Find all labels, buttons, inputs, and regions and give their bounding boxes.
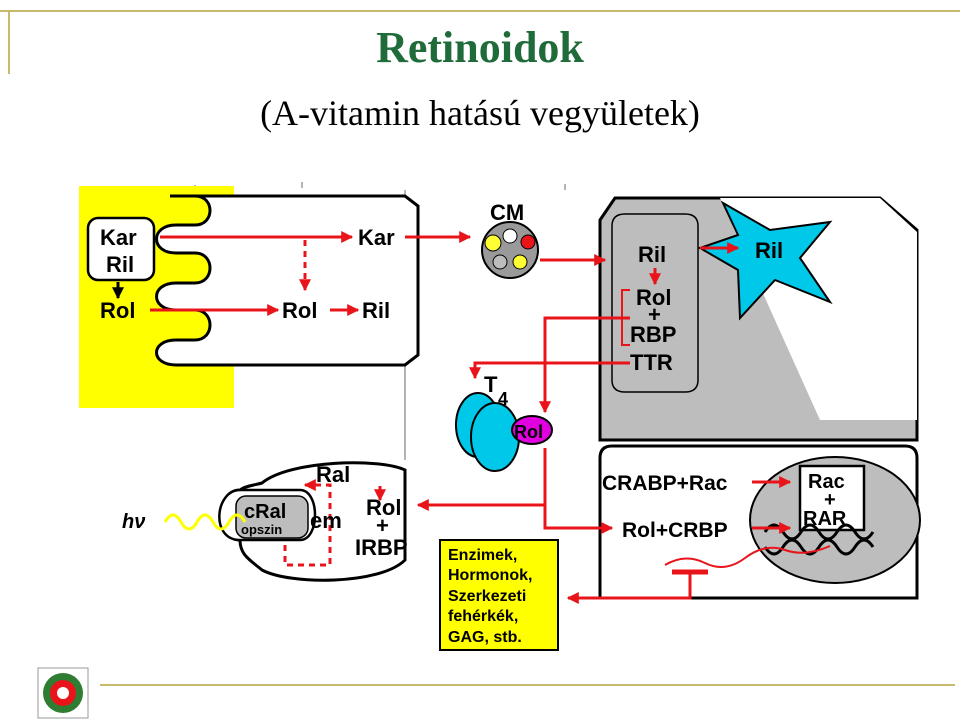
retina-cell bbox=[163, 461, 407, 582]
label-irbp: IRBP bbox=[355, 535, 408, 560]
label-rar: RAR bbox=[803, 508, 847, 530]
label-rol4: Rol bbox=[514, 422, 543, 442]
label-ral: Ral bbox=[316, 462, 350, 487]
effects-line-4: fehérkék, bbox=[448, 608, 518, 625]
left-rule bbox=[8, 12, 10, 74]
red-dashed-arrows bbox=[283, 240, 332, 567]
intestinal-cell bbox=[79, 186, 420, 408]
bottom-rule bbox=[100, 684, 955, 686]
label-rac: Rac bbox=[808, 471, 845, 493]
page-title: Retinoidok bbox=[376, 23, 584, 72]
label-rol1: Rol bbox=[100, 298, 135, 323]
label-rol-crbp: Rol+CRBP bbox=[622, 519, 728, 542]
label-ril4: Ril bbox=[755, 238, 783, 263]
label-ril2: Ril bbox=[362, 298, 390, 323]
label-rbp: RBP bbox=[630, 322, 676, 347]
effects-line-3: Szerkezeti bbox=[448, 588, 526, 605]
label-crabp-rac: CRABP+Rac bbox=[602, 472, 728, 495]
red-arrows bbox=[150, 231, 792, 604]
label-t: T bbox=[484, 372, 498, 397]
label-rol3: Rol bbox=[636, 285, 671, 310]
effects-line-1: Enzimek, bbox=[448, 547, 517, 564]
t4-ttr-complex bbox=[455, 392, 553, 472]
label-rol5: Rol bbox=[366, 495, 401, 520]
label-kar1: Kar bbox=[100, 225, 137, 250]
effects-line-2: Hormonok, bbox=[448, 567, 532, 584]
label-hv: hν bbox=[122, 511, 145, 533]
label-cral: cRal bbox=[244, 501, 286, 523]
label-em: em bbox=[310, 508, 342, 533]
label-kar2: Kar bbox=[358, 225, 395, 250]
effects-box bbox=[439, 539, 559, 651]
liver-cell bbox=[598, 196, 919, 442]
label-ril1: Ril bbox=[106, 252, 134, 277]
page-subtitle: (A-vitamin hatású vegyületek) bbox=[260, 93, 700, 133]
effects-line-5: GAG, stb. bbox=[448, 629, 522, 646]
label-plus3: + bbox=[824, 489, 836, 511]
label-ttr: TTR bbox=[630, 350, 673, 375]
label-plus2: + bbox=[376, 513, 389, 538]
label-plus1: + bbox=[648, 302, 661, 327]
mrna-strand bbox=[664, 545, 831, 568]
seal-logo-icon bbox=[37, 667, 89, 719]
label-cm: CM bbox=[490, 200, 524, 225]
label-four: 4 bbox=[498, 389, 508, 409]
top-rule bbox=[0, 10, 960, 12]
chylomicron-icon bbox=[481, 221, 539, 279]
label-opszin: opszin bbox=[241, 522, 282, 537]
label-ril3: Ril bbox=[638, 242, 666, 267]
label-rol2: Rol bbox=[282, 298, 317, 323]
rbp-bracket bbox=[621, 289, 630, 346]
